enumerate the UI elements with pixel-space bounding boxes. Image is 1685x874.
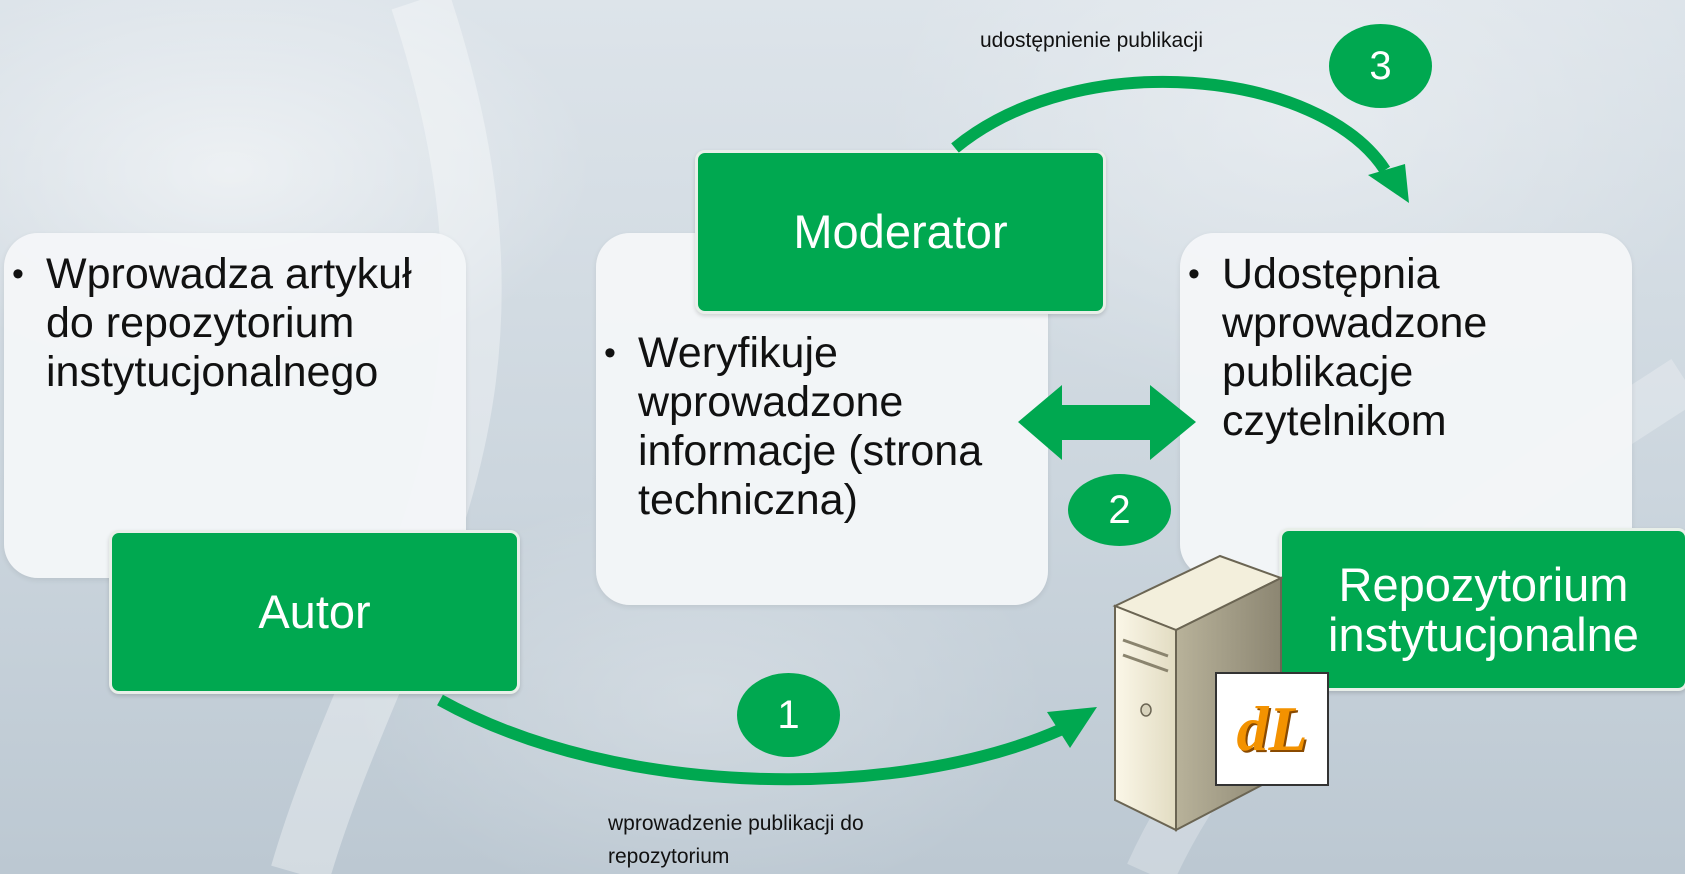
author-role-box: Autor xyxy=(109,530,520,694)
author-role-label: Autor xyxy=(258,585,371,638)
step-number-1: 1 xyxy=(777,692,800,737)
step-badge-3: 3 xyxy=(1329,24,1432,108)
arrow-step-3 xyxy=(951,75,1391,174)
moderator-description: Weryfikuje wprowadzone informacje (stron… xyxy=(596,329,1038,525)
step-3-caption: udostępnienie publikacji xyxy=(980,29,1203,52)
arrow-step-1-head xyxy=(1047,707,1097,748)
step-number-3: 3 xyxy=(1369,43,1392,88)
dl-logo-icon: dL xyxy=(1215,672,1329,786)
dl-logo-text: dL xyxy=(1236,693,1308,764)
step-badge-1: 1 xyxy=(737,673,840,757)
repository-role-label: Repozytorium instytucjonalne xyxy=(1328,557,1639,661)
step-1-caption: wprowadzenie publikacji do repozytorium xyxy=(608,812,864,868)
step-badge-2: 2 xyxy=(1068,474,1171,546)
repository-card: Udostępnia wprowadzone publikacje czytel… xyxy=(1180,233,1632,578)
repository-description: Udostępnia wprowadzone publikacje czytel… xyxy=(1180,250,1582,446)
author-card: Wprowadza artykuł do repozytorium instyt… xyxy=(4,233,466,578)
author-description: Wprowadza artykuł do repozytorium instyt… xyxy=(4,250,446,397)
arrow-step-2-double xyxy=(1018,385,1196,460)
moderator-role-label: Moderator xyxy=(793,205,1008,258)
repository-role-box: Repozytorium instytucjonalne xyxy=(1279,528,1685,691)
arrow-step-1 xyxy=(437,694,1063,786)
moderator-role-box: Moderator xyxy=(695,150,1106,314)
step-number-2: 2 xyxy=(1108,487,1131,532)
arrow-step-3-head xyxy=(1368,164,1409,203)
